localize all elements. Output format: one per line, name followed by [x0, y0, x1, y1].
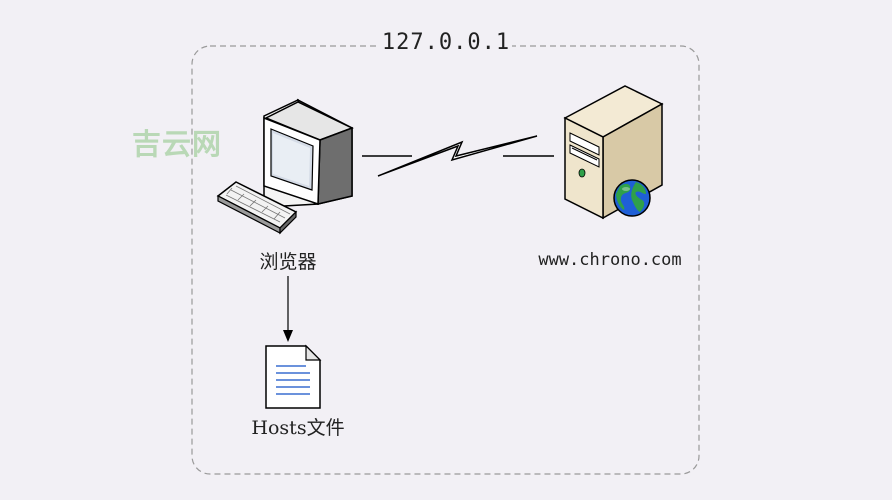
globe-icon: [613, 179, 651, 217]
watermark-text: 吉云网: [132, 127, 223, 161]
hosts-file-label: Hosts文件: [251, 417, 345, 439]
lightning-bolt-icon: [377, 135, 538, 177]
boundary-title: 127.0.0.1: [380, 30, 512, 55]
lookup-arrow: [283, 276, 293, 342]
server-label: www.chrono.com: [538, 250, 682, 270]
document-icon: [265, 344, 322, 409]
browser-label: 浏览器: [259, 251, 317, 273]
web-server-icon: [563, 85, 664, 220]
network-connection: [362, 135, 554, 177]
desktop-computer-icon: [216, 98, 354, 235]
